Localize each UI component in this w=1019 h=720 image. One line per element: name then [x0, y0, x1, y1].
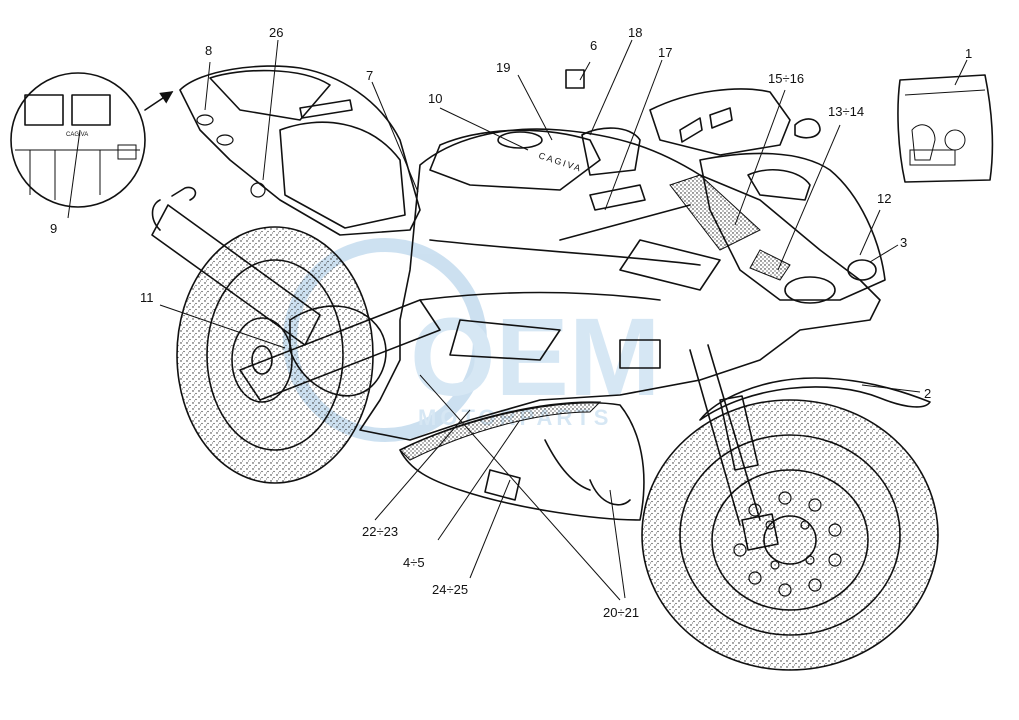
- callout-label: 22÷23: [362, 524, 398, 539]
- inset-lettering: CAGIVA: [66, 132, 88, 138]
- callout-leaders: [67, 39, 968, 601]
- callout-label: 17: [658, 45, 672, 60]
- callout-label: 4÷5: [403, 555, 425, 570]
- fuel-tank: CAGIVA: [429, 129, 601, 191]
- callout-label: 24÷25: [432, 582, 468, 597]
- inset-detail-right: [897, 74, 994, 183]
- callout-label: 13÷14: [828, 104, 864, 119]
- seat-tail: [179, 65, 421, 236]
- front-fender: [699, 377, 931, 421]
- callout-label: 8: [205, 43, 212, 58]
- callout-label: 26: [269, 25, 283, 40]
- callout-label: 12: [877, 191, 891, 206]
- callout-label: 9: [50, 221, 57, 236]
- callout-label: 11: [140, 290, 154, 305]
- callout-label: 7: [366, 68, 373, 83]
- callout-label: 1: [965, 46, 972, 61]
- callout-label: 10: [428, 91, 442, 106]
- callout-label: 19: [496, 60, 510, 75]
- callout-label: 20÷21: [603, 605, 639, 620]
- callout-label: 15÷16: [768, 71, 804, 86]
- inset-detail-left: CAGIVA: [10, 72, 174, 208]
- rear-wheel: [176, 226, 374, 484]
- callout-labels: 1 2 3 4÷5 6 7 8 9 10 11 12 13÷14 15÷16 1…: [50, 25, 972, 620]
- watermark-brand: OEM: [410, 296, 661, 419]
- upper-fairing: [649, 88, 886, 304]
- lower-fairing: [399, 401, 645, 521]
- handlebar: [559, 127, 691, 241]
- tank-lettering: CAGIVA: [537, 150, 583, 174]
- callout-label: 2: [924, 386, 931, 401]
- callout-label: 18: [628, 25, 642, 40]
- front-wheel: [641, 399, 939, 671]
- callout-label: 6: [590, 38, 597, 53]
- swingarm: [239, 299, 441, 401]
- callout-label: 3: [900, 235, 907, 250]
- fairing-body: [359, 128, 881, 441]
